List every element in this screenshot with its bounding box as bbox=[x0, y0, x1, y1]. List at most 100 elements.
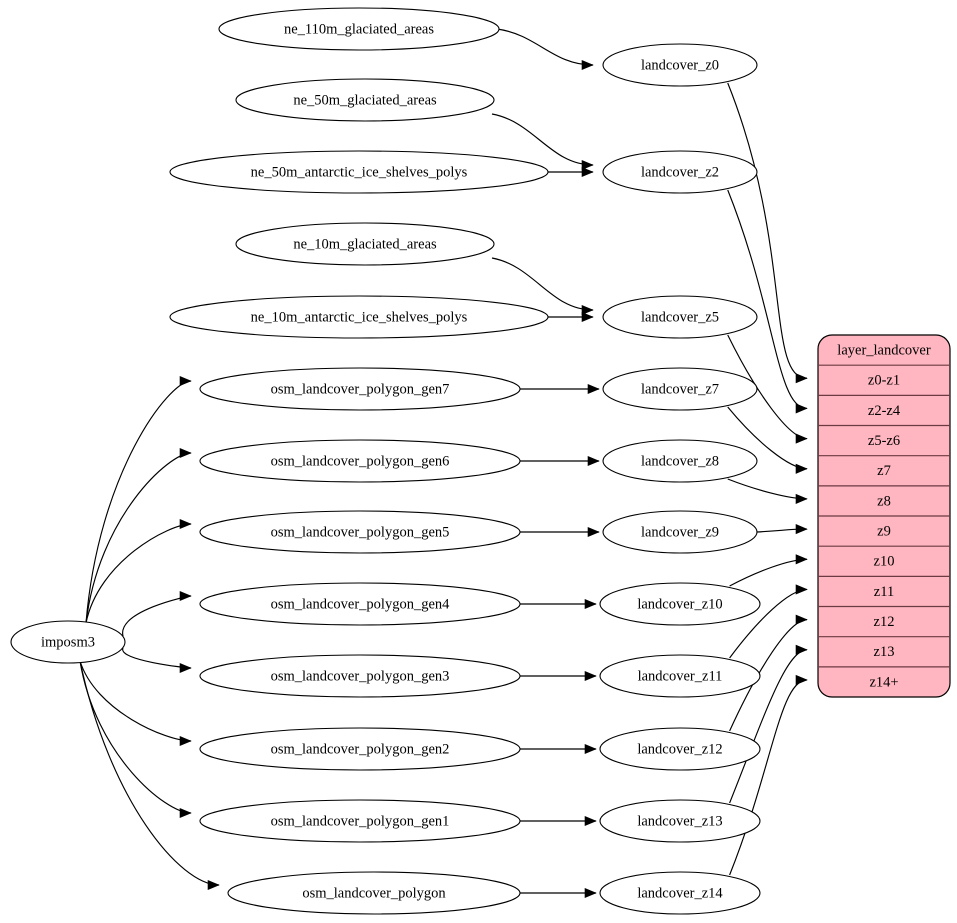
edge-imposm3-to-osm_landcover_polygon_gen1-arrow-icon bbox=[179, 807, 192, 819]
edge-osm_landcover_polygon_gen3-to-landcover_z11-arrow-icon bbox=[584, 670, 597, 682]
edge-imposm3-to-osm_landcover_polygon bbox=[79, 660, 220, 886]
edge-landcover_z0-to-record-row-1 bbox=[727, 82, 808, 379]
landcover-node-landcover_z2-shape bbox=[602, 150, 758, 194]
edge-imposm3-to-osm_landcover_polygon_gen7-arrow-icon bbox=[179, 375, 192, 387]
landcover-node-landcover_z12-label: landcover_z12 bbox=[637, 741, 722, 757]
landcover-node-landcover_z2[interactable]: landcover_z2 bbox=[602, 150, 758, 194]
record-row-label: z5-z6 bbox=[868, 433, 900, 449]
landcover-node-landcover_z8-shape bbox=[602, 439, 758, 483]
source-node-ne_50m_antarctic_ice_shelves_polys[interactable]: ne_50m_antarctic_ice_shelves_polys bbox=[169, 150, 549, 194]
source-node-ne_10m_glaciated_areas[interactable]: ne_10m_glaciated_areas bbox=[235, 222, 495, 266]
landcover-node-landcover_z12[interactable]: landcover_z12 bbox=[599, 727, 761, 771]
edge-osm_landcover_polygon_gen2-to-landcover_z12-arrow-icon bbox=[584, 743, 597, 755]
edge-landcover_z10-to-record-row-7 bbox=[729, 558, 808, 587]
source-node-ne_50m_antarctic_ice_shelves_polys-shape bbox=[169, 150, 549, 194]
source-node-osm_landcover_polygon_gen6-label: osm_landcover_polygon_gen6 bbox=[271, 453, 450, 469]
source-node-osm_landcover_polygon-shape bbox=[227, 871, 521, 915]
source-node-imposm3[interactable]: imposm3 bbox=[10, 620, 126, 664]
landcover-node-landcover_z5-shape bbox=[602, 295, 758, 339]
landcover-node-landcover_z10-shape bbox=[599, 582, 761, 626]
source-node-osm_landcover_polygon_gen6[interactable]: osm_landcover_polygon_gen6 bbox=[199, 439, 521, 483]
record-row-label: z14+ bbox=[869, 674, 898, 690]
source-node-ne_10m_antarctic_ice_shelves_polys[interactable]: ne_10m_antarctic_ice_shelves_polys bbox=[169, 295, 549, 339]
landcover-node-landcover_z13[interactable]: landcover_z13 bbox=[599, 799, 761, 843]
landcover-node-landcover_z7[interactable]: landcover_z7 bbox=[602, 367, 758, 411]
source-node-imposm3-shape bbox=[10, 620, 126, 664]
landcover-node-landcover_z10[interactable]: landcover_z10 bbox=[599, 582, 761, 626]
source-node-osm_landcover_polygon_gen1-shape bbox=[199, 799, 521, 843]
landcover-node-landcover_z14-shape bbox=[599, 871, 761, 915]
edge-landcover_z14-to-record-row-11 bbox=[729, 679, 808, 876]
record-row-label: z12 bbox=[874, 614, 895, 630]
landcover-node-landcover_z5[interactable]: landcover_z5 bbox=[602, 295, 758, 339]
landcover-node-landcover_z0-shape bbox=[602, 43, 758, 87]
source-node-osm_landcover_polygon_gen3-shape bbox=[199, 654, 521, 698]
edge-landcover_z5-to-record-row-3-arrow-icon bbox=[795, 433, 808, 444]
source-node-osm_landcover_polygon_gen7-label: osm_landcover_polygon_gen7 bbox=[271, 381, 450, 397]
record-row-label: z0-z1 bbox=[868, 373, 900, 389]
landcover-node-landcover_z8-label: landcover_z8 bbox=[641, 453, 719, 469]
landcover-node-landcover_z14-label: landcover_z14 bbox=[637, 885, 723, 901]
source-node-osm_landcover_polygon_gen3[interactable]: osm_landcover_polygon_gen3 bbox=[199, 654, 521, 698]
source-node-ne_50m_antarctic_ice_shelves_polys-label: ne_50m_antarctic_ice_shelves_polys bbox=[251, 164, 468, 180]
source-node-osm_landcover_polygon_gen7[interactable]: osm_landcover_polygon_gen7 bbox=[199, 367, 521, 411]
source-node-osm_landcover_polygon_gen1[interactable]: osm_landcover_polygon_gen1 bbox=[199, 799, 521, 843]
record-row-label: z11 bbox=[874, 584, 894, 600]
landcover-node-landcover_z14[interactable]: landcover_z14 bbox=[599, 871, 761, 915]
source-node-osm_landcover_polygon[interactable]: osm_landcover_polygon bbox=[227, 871, 521, 915]
edge-imposm3-to-osm_landcover_polygon_gen4 bbox=[122, 595, 192, 637]
source-node-osm_landcover_polygon_gen4[interactable]: osm_landcover_polygon_gen4 bbox=[199, 582, 521, 626]
record-row-label: z9 bbox=[877, 523, 891, 539]
edge-landcover_z13-to-record-row-10-arrow-icon bbox=[795, 644, 808, 655]
source-node-ne_10m_glaciated_areas-shape bbox=[235, 222, 495, 266]
edge-ne_50m_glaciated_areas-to-landcover_z2-arrow-icon bbox=[581, 159, 594, 171]
source-node-ne_10m_antarctic_ice_shelves_polys-label: ne_10m_antarctic_ice_shelves_polys bbox=[251, 309, 468, 325]
landcover-node-landcover_z13-label: landcover_z13 bbox=[637, 813, 722, 829]
edge-osm_landcover_polygon_gen7-to-landcover_z7-arrow-icon bbox=[587, 383, 600, 395]
record-row-label: z8 bbox=[877, 493, 891, 509]
landcover-node-landcover_z11-shape bbox=[599, 654, 761, 698]
source-node-osm_landcover_polygon_gen5-label: osm_landcover_polygon_gen5 bbox=[271, 524, 450, 540]
source-node-osm_landcover_polygon_gen1-label: osm_landcover_polygon_gen1 bbox=[271, 813, 450, 829]
landcover-node-landcover_z9[interactable]: landcover_z9 bbox=[602, 510, 758, 554]
edge-osm_landcover_polygon_gen5-to-landcover_z9-arrow-icon bbox=[587, 526, 600, 538]
edge-imposm3-to-osm_landcover_polygon_gen5 bbox=[85, 523, 192, 624]
source-node-osm_landcover_polygon_gen4-label: osm_landcover_polygon_gen4 bbox=[271, 596, 451, 612]
landcover-node-landcover_z7-shape bbox=[602, 367, 758, 411]
source-node-osm_landcover_polygon_gen2[interactable]: osm_landcover_polygon_gen2 bbox=[199, 727, 521, 771]
edge-ne_10m_glaciated_areas-to-landcover_z5-arrow-icon bbox=[581, 304, 594, 316]
landcover-node-landcover_z9-shape bbox=[602, 510, 758, 554]
source-node-ne_110m_glaciated_areas-shape bbox=[218, 7, 500, 51]
source-node-osm_landcover_polygon_gen5[interactable]: osm_landcover_polygon_gen5 bbox=[199, 510, 521, 554]
record-row-label: z2-z4 bbox=[868, 403, 901, 419]
landcover-node-landcover_z11-label: landcover_z11 bbox=[638, 668, 723, 684]
landcover-node-landcover_z0[interactable]: landcover_z0 bbox=[602, 43, 758, 87]
edge-landcover_z8-to-record-row-5 bbox=[727, 478, 808, 500]
record-node-layer-landcover[interactable]: layer_landcoverz0-z1z2-z4z5-z6z7z8z9z10z… bbox=[817, 334, 951, 698]
edge-ne_110m_glaciated_areas-to-landcover_z0-arrow-icon bbox=[581, 59, 594, 71]
edge-imposm3-to-osm_landcover_polygon_gen6 bbox=[85, 452, 192, 624]
edge-ne_10m_antarctic_ice_shelves_polys-to-landcover_z5-arrow-icon bbox=[581, 311, 594, 323]
landcover-node-landcover_z2-label: landcover_z2 bbox=[641, 164, 719, 180]
edge-landcover_z12-to-record-row-9-arrow-icon bbox=[795, 614, 808, 625]
landcover-node-landcover_z5-label: landcover_z5 bbox=[641, 309, 719, 325]
source-node-osm_landcover_polygon-label: osm_landcover_polygon bbox=[302, 885, 446, 901]
source-node-ne_10m_glaciated_areas-label: ne_10m_glaciated_areas bbox=[293, 236, 437, 252]
landcover-node-landcover_z8[interactable]: landcover_z8 bbox=[602, 439, 758, 483]
source-node-osm_landcover_polygon_gen3-label: osm_landcover_polygon_gen3 bbox=[271, 668, 450, 684]
landcover-node-landcover_z10-label: landcover_z10 bbox=[637, 596, 722, 612]
edge-imposm3-to-osm_landcover_polygon_gen2-arrow-icon bbox=[179, 735, 192, 747]
record-row-label: z10 bbox=[874, 554, 895, 570]
source-node-osm_landcover_polygon_gen4-shape bbox=[199, 582, 521, 626]
landcover-node-landcover_z11[interactable]: landcover_z11 bbox=[599, 654, 761, 698]
edge-ne_50m_antarctic_ice_shelves_polys-to-landcover_z2-arrow-icon bbox=[581, 166, 594, 178]
source-node-ne_110m_glaciated_areas[interactable]: ne_110m_glaciated_areas bbox=[218, 7, 500, 51]
edge-imposm3-to-osm_landcover_polygon_gen3-arrow-icon bbox=[179, 662, 192, 674]
edges-layer bbox=[79, 28, 808, 899]
landcover-node-landcover_z12-shape bbox=[599, 727, 761, 771]
source-node-ne_50m_glaciated_areas[interactable]: ne_50m_glaciated_areas bbox=[235, 78, 495, 122]
edge-imposm3-to-osm_landcover_polygon-arrow-icon bbox=[207, 879, 220, 891]
source-node-osm_landcover_polygon_gen2-label: osm_landcover_polygon_gen2 bbox=[271, 741, 450, 757]
